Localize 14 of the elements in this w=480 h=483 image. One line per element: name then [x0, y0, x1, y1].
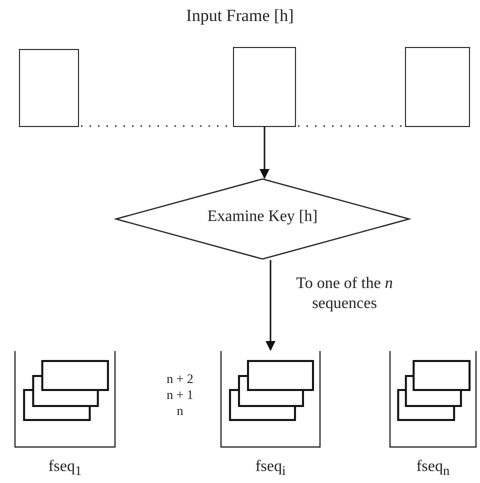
order-label: n + 2 — [166, 371, 194, 387]
sequence-label: fseq$_{i}$ — [254, 458, 287, 480]
sequence-label: fseq$_{1}$ — [47, 458, 83, 480]
title: Input Frame [h] — [185, 6, 295, 26]
frame-box — [19, 49, 79, 127]
decision-diamond — [115, 178, 410, 260]
arrow — [260, 127, 270, 179]
arrow — [266, 260, 276, 351]
decision-label: Examine Key [h] — [206, 208, 319, 226]
frame-box — [405, 47, 470, 127]
order-label: n — [176, 403, 184, 419]
sequence-label: fseq$_{n}$ — [415, 458, 451, 480]
order-label: n + 1 — [166, 387, 194, 403]
frame-box — [233, 47, 296, 127]
